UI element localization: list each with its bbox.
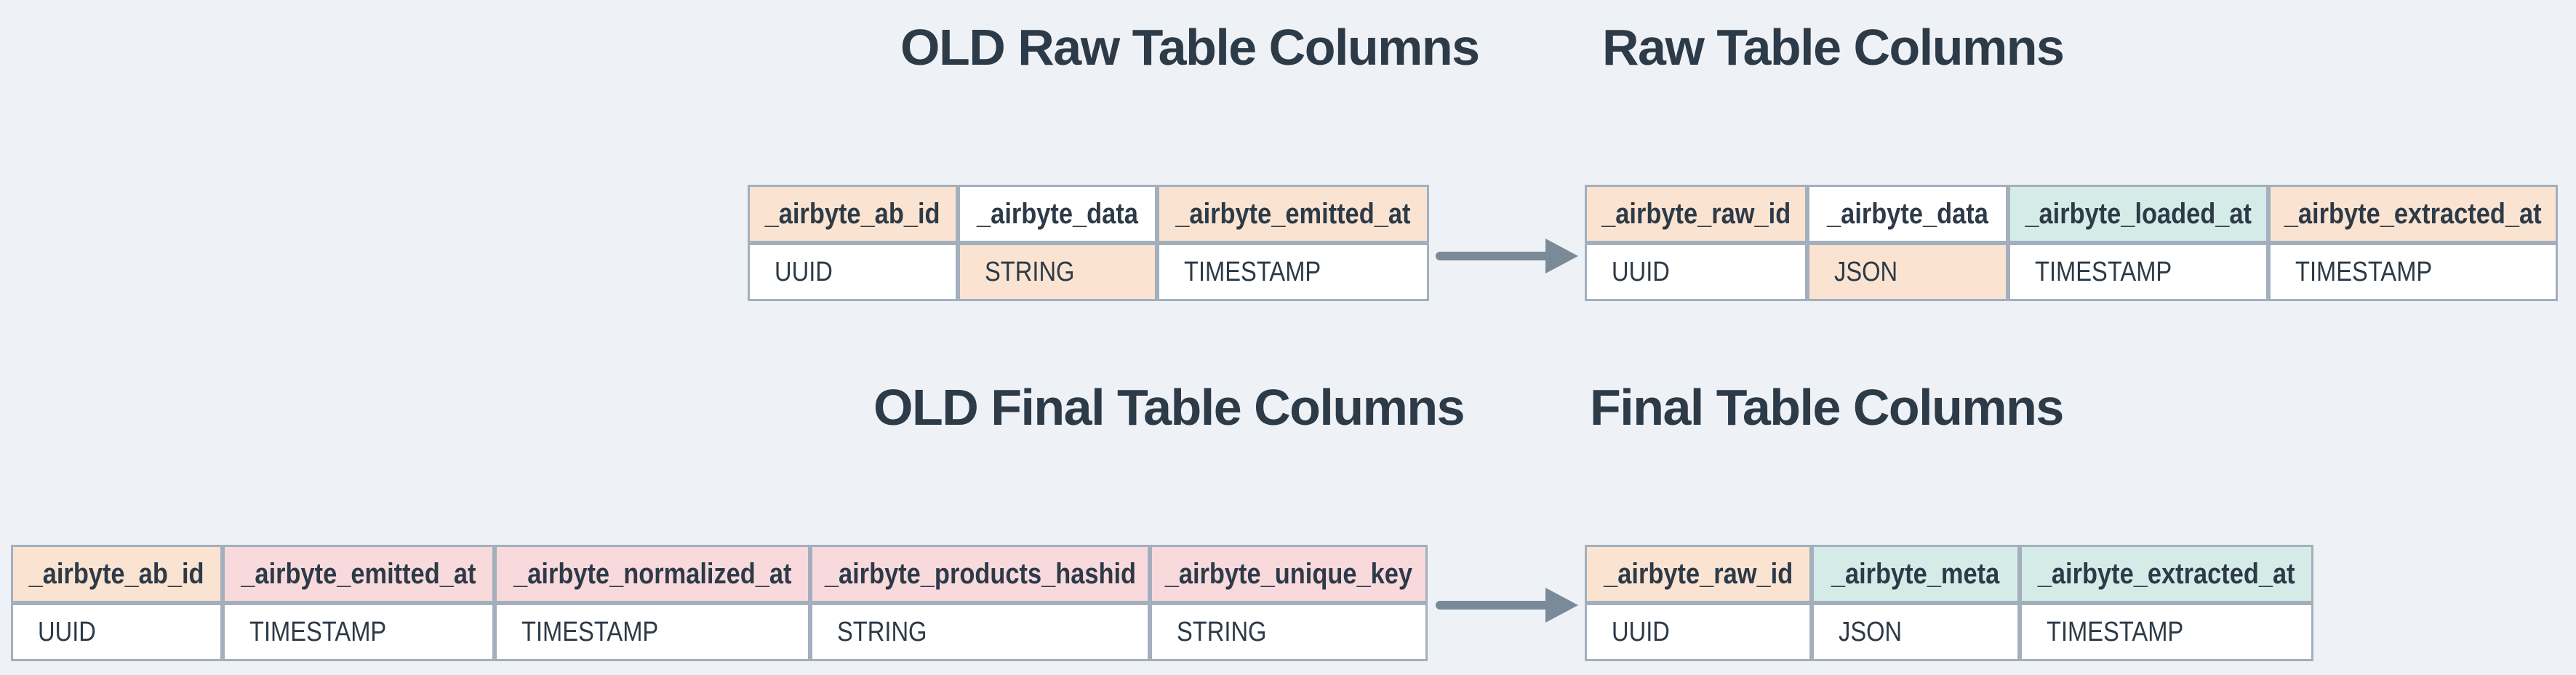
- column-type-cell: STRING: [958, 243, 1157, 301]
- raw-table-title: Raw Table Columns: [1602, 19, 2065, 76]
- old-final-table-header-row: _airbyte_ab_id _airbyte_emitted_at _airb…: [11, 545, 1428, 603]
- column-header-label: _airbyte_data: [1827, 197, 1988, 230]
- column-header-label: _airbyte_ab_id: [765, 197, 940, 230]
- column-type-cell: TIMESTAMP: [1157, 243, 1429, 301]
- column-type-label: UUID: [1612, 256, 1670, 287]
- column-header-cell: _airbyte_extracted_at: [2020, 545, 2313, 603]
- column-type-label: UUID: [38, 616, 96, 647]
- column-type-label: STRING: [1177, 616, 1267, 647]
- column-header-label: _airbyte_raw_id: [1601, 197, 1791, 230]
- column-header-label: _airbyte_data: [977, 197, 1138, 230]
- column-type-cell: JSON: [1807, 243, 2008, 301]
- column-type-label: TIMESTAMP: [2035, 256, 2172, 287]
- column-header-cell: _airbyte_data: [958, 185, 1157, 243]
- column-header-cell: _airbyte_loaded_at: [2008, 185, 2268, 243]
- old-raw-table-title: OLD Raw Table Columns: [900, 19, 1480, 76]
- final-table-header-row: _airbyte_raw_id _airbyte_meta _airbyte_e…: [1585, 545, 2313, 603]
- column-type-cell: JSON: [1812, 603, 2020, 661]
- column-type-label: STRING: [985, 256, 1075, 287]
- column-type-cell: UUID: [1585, 243, 1807, 301]
- column-header-cell: _airbyte_ab_id: [748, 185, 958, 243]
- column-header-label: _airbyte_extracted_at: [2038, 557, 2295, 590]
- old-final-table-type-row: UUID TIMESTAMP TIMESTAMP STRING STRING: [11, 603, 1428, 661]
- column-type-cell: TIMESTAMP: [2268, 243, 2558, 301]
- column-header-label: _airbyte_unique_key: [1164, 557, 1413, 590]
- column-header-cell: _airbyte_meta: [1812, 545, 2020, 603]
- column-type-label: UUID: [1612, 616, 1670, 647]
- old-final-table: _airbyte_ab_id _airbyte_emitted_at _airb…: [11, 545, 1428, 661]
- column-header-cell: _airbyte_normalized_at: [495, 545, 810, 603]
- raw-migration-arrow: [1436, 239, 1578, 273]
- column-header-label: _airbyte_extracted_at: [2284, 197, 2542, 230]
- column-type-cell: TIMESTAMP: [2020, 603, 2313, 661]
- column-type-label: TIMESTAMP: [2295, 256, 2433, 287]
- column-type-label: JSON: [1834, 256, 1898, 287]
- raw-table-header-row: _airbyte_raw_id _airbyte_data _airbyte_l…: [1585, 185, 2558, 243]
- column-header-label: _airbyte_raw_id: [1603, 557, 1793, 590]
- column-type-label: TIMESTAMP: [1184, 256, 1321, 287]
- column-header-cell: _airbyte_raw_id: [1585, 185, 1807, 243]
- final-table-type-row: UUID JSON TIMESTAMP: [1585, 603, 2313, 661]
- column-header-cell: _airbyte_emitted_at: [1157, 185, 1429, 243]
- raw-table-type-row: UUID JSON TIMESTAMP TIMESTAMP: [1585, 243, 2558, 301]
- final-table-title: Final Table Columns: [1590, 379, 2064, 436]
- column-header-cell: _airbyte_products_hashid: [810, 545, 1150, 603]
- column-type-label: JSON: [1839, 616, 1903, 647]
- column-header-label: _airbyte_normalized_at: [513, 557, 792, 590]
- column-type-cell: UUID: [11, 603, 223, 661]
- column-type-label: STRING: [837, 616, 927, 647]
- column-header-cell: _airbyte_emitted_at: [223, 545, 495, 603]
- old-raw-table: _airbyte_ab_id _airbyte_data _airbyte_em…: [748, 185, 1429, 301]
- column-header-cell: _airbyte_extracted_at: [2268, 185, 2558, 243]
- column-type-cell: UUID: [748, 243, 958, 301]
- old-final-table-title: OLD Final Table Columns: [873, 379, 1465, 436]
- final-table: _airbyte_raw_id _airbyte_meta _airbyte_e…: [1585, 545, 2313, 661]
- column-type-label: TIMESTAMP: [249, 616, 387, 647]
- column-header-label: _airbyte_emitted_at: [241, 557, 476, 590]
- column-type-cell: UUID: [1585, 603, 1812, 661]
- old-raw-table-type-row: UUID STRING TIMESTAMP: [748, 243, 1429, 301]
- column-header-cell: _airbyte_ab_id: [11, 545, 223, 603]
- column-header-cell: _airbyte_data: [1807, 185, 2008, 243]
- column-header-label: _airbyte_products_hashid: [824, 557, 1136, 590]
- final-migration-arrow: [1436, 588, 1578, 623]
- column-header-label: _airbyte_emitted_at: [1175, 197, 1411, 230]
- column-type-cell: TIMESTAMP: [495, 603, 810, 661]
- column-type-label: UUID: [775, 256, 833, 287]
- column-type-label: TIMESTAMP: [2047, 616, 2184, 647]
- column-type-cell: STRING: [1150, 603, 1428, 661]
- column-type-label: TIMESTAMP: [521, 616, 659, 647]
- old-raw-table-header-row: _airbyte_ab_id _airbyte_data _airbyte_em…: [748, 185, 1429, 243]
- raw-table: _airbyte_raw_id _airbyte_data _airbyte_l…: [1585, 185, 2558, 301]
- column-type-cell: TIMESTAMP: [2008, 243, 2268, 301]
- column-type-cell: TIMESTAMP: [223, 603, 495, 661]
- column-header-label: _airbyte_meta: [1831, 557, 2000, 590]
- column-header-label: _airbyte_ab_id: [29, 557, 204, 590]
- column-header-cell: _airbyte_unique_key: [1150, 545, 1428, 603]
- column-header-label: _airbyte_loaded_at: [2025, 197, 2252, 230]
- column-header-cell: _airbyte_raw_id: [1585, 545, 1812, 603]
- column-type-cell: STRING: [810, 603, 1150, 661]
